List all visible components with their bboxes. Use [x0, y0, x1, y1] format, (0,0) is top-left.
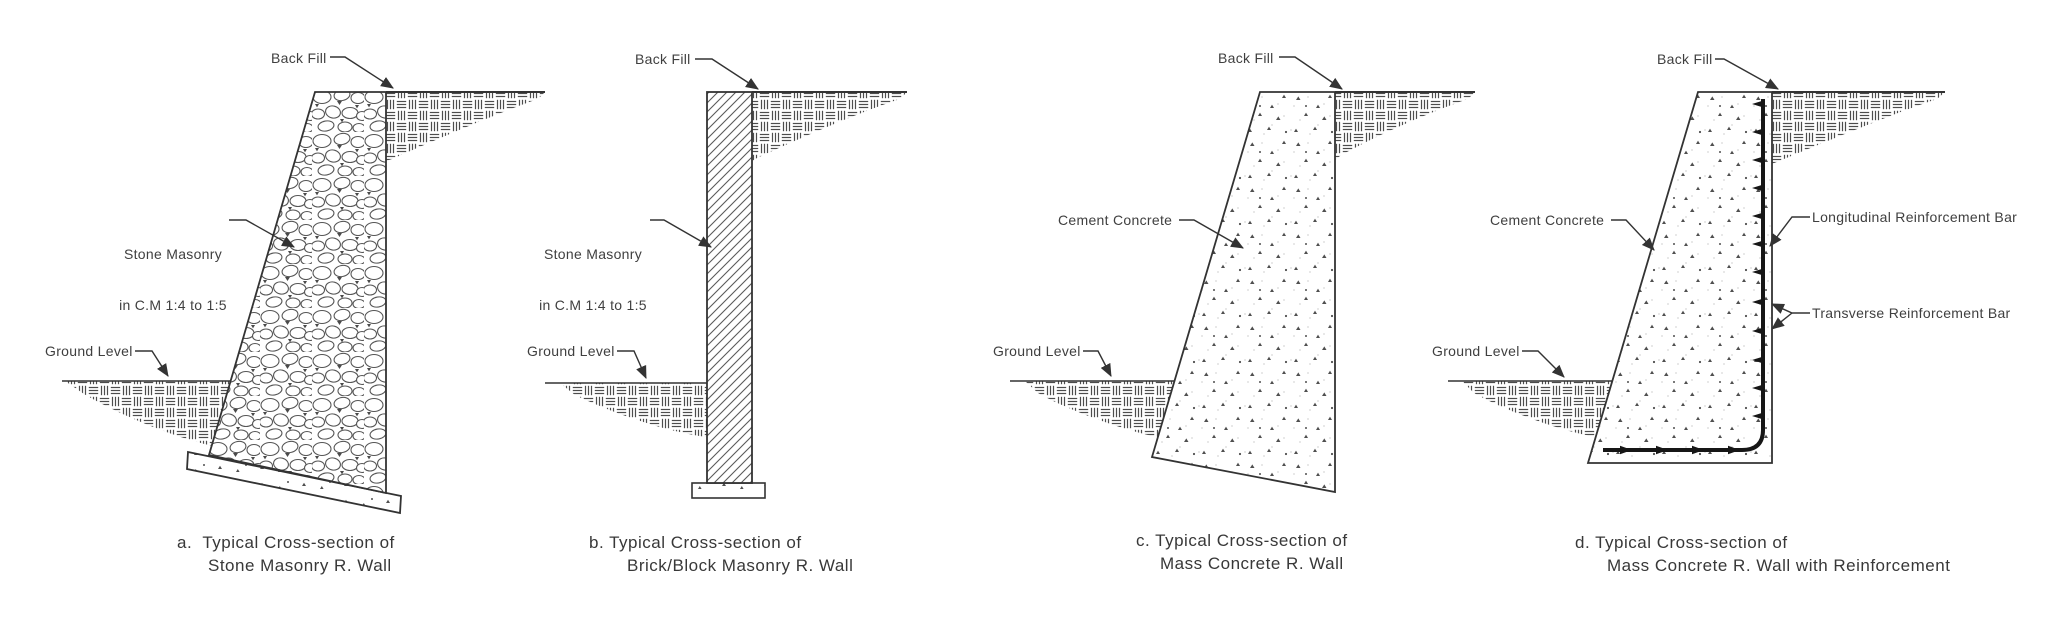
back-fill-label-d: Back Fill — [1657, 51, 1713, 67]
ground-level-leader-b — [617, 350, 647, 379]
ground-level-label-b: Ground Level — [527, 343, 615, 359]
material-label-b: Stone Masonry in C.M 1:4 to 1:5 — [528, 212, 658, 331]
backfill-hatch-a — [386, 92, 545, 161]
panel-b-brick-block-masonry-wall — [545, 58, 907, 499]
ground-level-label-a: Ground Level — [45, 343, 133, 359]
material-label-a-line2: in C.M 1:4 to 1:5 — [119, 297, 227, 313]
back-fill-leader-d — [1715, 58, 1779, 90]
backfill-hatch-c — [1335, 92, 1475, 160]
ground-level-leader-c — [1083, 350, 1112, 377]
wall-c — [1150, 91, 1336, 494]
ground-hatch-c — [1025, 381, 1174, 437]
back-fill-label-c: Back Fill — [1218, 50, 1274, 66]
transverse-bar-label-d: Transverse Reinforcement Bar — [1812, 305, 2011, 321]
material-label-d: Cement Concrete — [1490, 212, 1605, 228]
material-label-c: Cement Concrete — [1058, 212, 1173, 228]
caption-c-line2: Mass Concrete R. Wall — [1160, 554, 1344, 573]
panel-a-stone-masonry-wall — [62, 56, 545, 515]
ground-hatch-b — [560, 383, 707, 437]
wall-a — [207, 91, 387, 495]
ground-level-label-d: Ground Level — [1432, 343, 1520, 359]
back-fill-label-a: Back Fill — [271, 50, 327, 66]
material-label-a: Stone Masonry in C.M 1:4 to 1:5 — [108, 212, 238, 331]
backfill-hatch-d — [1772, 92, 1945, 164]
ground-level-leader-d — [1522, 350, 1565, 378]
material-leader-d — [1611, 219, 1655, 251]
rebar-d — [1603, 99, 1765, 452]
caption-d-line2: Mass Concrete R. Wall with Reinforcement — [1607, 556, 1951, 575]
panel-d-reinforced-concrete-wall — [1448, 58, 1945, 464]
material-leader-b — [650, 219, 712, 248]
ground-level-leader-a — [135, 350, 169, 377]
longitudinal-bar-leader-d — [1769, 216, 1810, 247]
material-label-b-line2: in C.M 1:4 to 1:5 — [539, 297, 647, 313]
longitudinal-bar-label-d: Longitudinal Reinforcement Bar — [1812, 209, 2018, 225]
material-label-b-line1: Stone Masonry — [543, 246, 643, 262]
wall-b — [706, 91, 753, 484]
material-leader-c — [1179, 219, 1244, 249]
caption-b-line1: b. Typical Cross-section of — [589, 533, 802, 552]
material-leader-a — [229, 219, 295, 248]
wall-d — [1586, 91, 1773, 464]
material-label-a-line1: Stone Masonry — [123, 246, 223, 262]
back-fill-label-b: Back Fill — [635, 51, 691, 67]
back-fill-leader-a — [330, 56, 394, 89]
ground-hatch-d — [1462, 381, 1612, 437]
ground-level-label-c: Ground Level — [993, 343, 1081, 359]
backfill-hatch-b — [752, 92, 907, 161]
caption-b-line2: Brick/Block Masonry R. Wall — [627, 556, 854, 575]
transverse-bar-leader-upper-d — [1771, 303, 1810, 314]
caption-a-line2: Stone Masonry R. Wall — [208, 556, 392, 575]
footing-b — [691, 482, 766, 499]
caption-c-line1: c. Typical Cross-section of — [1136, 531, 1348, 550]
caption-a-line1: a. Typical Cross-section of — [177, 533, 395, 552]
back-fill-leader-c — [1279, 56, 1343, 90]
caption-d-line1: d. Typical Cross-section of — [1575, 533, 1788, 552]
panel-c-mass-concrete-wall — [1010, 56, 1475, 494]
ground-hatch-a — [65, 381, 231, 446]
transverse-bar-leader-lower-d — [1771, 312, 1793, 330]
back-fill-leader-b — [695, 58, 759, 90]
